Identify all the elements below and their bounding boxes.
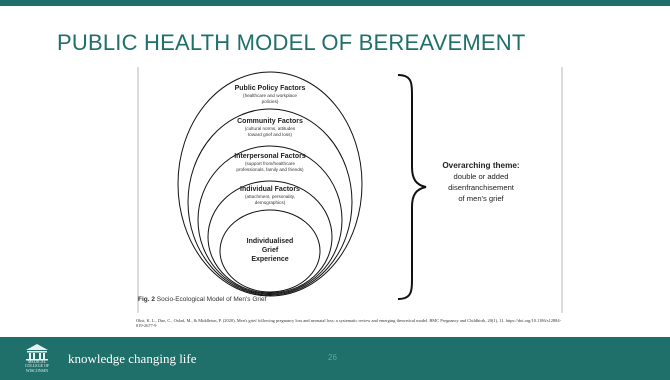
ring-individualised-grief xyxy=(219,209,321,293)
ring-label-community: Community Factors xyxy=(237,118,303,125)
ring-label-public-policy: Public Policy Factors xyxy=(235,85,306,92)
ring-sub-public-policy-2: policies) xyxy=(262,99,279,104)
ring-sub-interpersonal-1: (support from/healthcare xyxy=(245,161,295,166)
ring-sub-individual-2: demographics) xyxy=(255,200,286,205)
diagram-svg: Public Policy Factors (healthcare and wo… xyxy=(137,67,563,313)
theme-heading: Overarching theme: xyxy=(442,161,519,170)
citation: Obst, K. L., Due, C., Oxlad, M., & Middl… xyxy=(136,318,562,329)
figure-caption: Fig. 2 Socio-Ecological Model of Men's G… xyxy=(138,296,266,303)
ring-sub-public-policy-1: (healthcare and workplace xyxy=(243,93,297,98)
ring-public-policy xyxy=(177,71,363,297)
ring-sub-community-2: toward grief and loss) xyxy=(248,132,292,137)
ring-interpersonal xyxy=(197,145,343,295)
core-label-line-2: Grief xyxy=(262,247,279,254)
ring-sub-interpersonal-2: professionals, family and friends) xyxy=(236,167,304,172)
tagline: knowledge changing life xyxy=(68,351,197,366)
top-accent-bar xyxy=(0,0,670,6)
core-label-line-3: Experience xyxy=(251,256,288,263)
ring-sub-community-1: (cultural norms, attitudes xyxy=(245,126,296,131)
slide-title: PUBLIC HEALTH MODEL OF BEREAVEMENT xyxy=(57,30,526,55)
logo-text: MEDICAL COLLEGE OF WISCONSIN xyxy=(24,359,50,373)
building-icon xyxy=(26,344,48,361)
ring-sub-individual-1: (attachment, personality, xyxy=(245,194,295,199)
figure-caption-label: Fig. 2 xyxy=(138,296,155,303)
core-label-line-1: Individualised xyxy=(247,238,294,245)
figure-caption-text: Socio-Ecological Model of Men's Grief xyxy=(156,296,267,303)
theme-line-3: of men's grief xyxy=(458,194,504,203)
theme-line-2: disenfranchisement xyxy=(448,183,515,192)
theme-line-1: double or added xyxy=(454,172,509,181)
ring-label-individual: Individual Factors xyxy=(240,186,300,193)
ring-label-interpersonal: Interpersonal Factors xyxy=(234,153,306,160)
footer-bar: MEDICAL COLLEGE OF WISCONSIN knowledge c… xyxy=(0,337,670,380)
ring-individual xyxy=(207,180,333,294)
page-number: 26 xyxy=(328,353,337,362)
socio-ecological-diagram: Public Policy Factors (healthcare and wo… xyxy=(136,63,566,315)
college-logo xyxy=(22,343,52,375)
ring-community xyxy=(187,108,353,296)
curly-brace xyxy=(397,74,427,300)
